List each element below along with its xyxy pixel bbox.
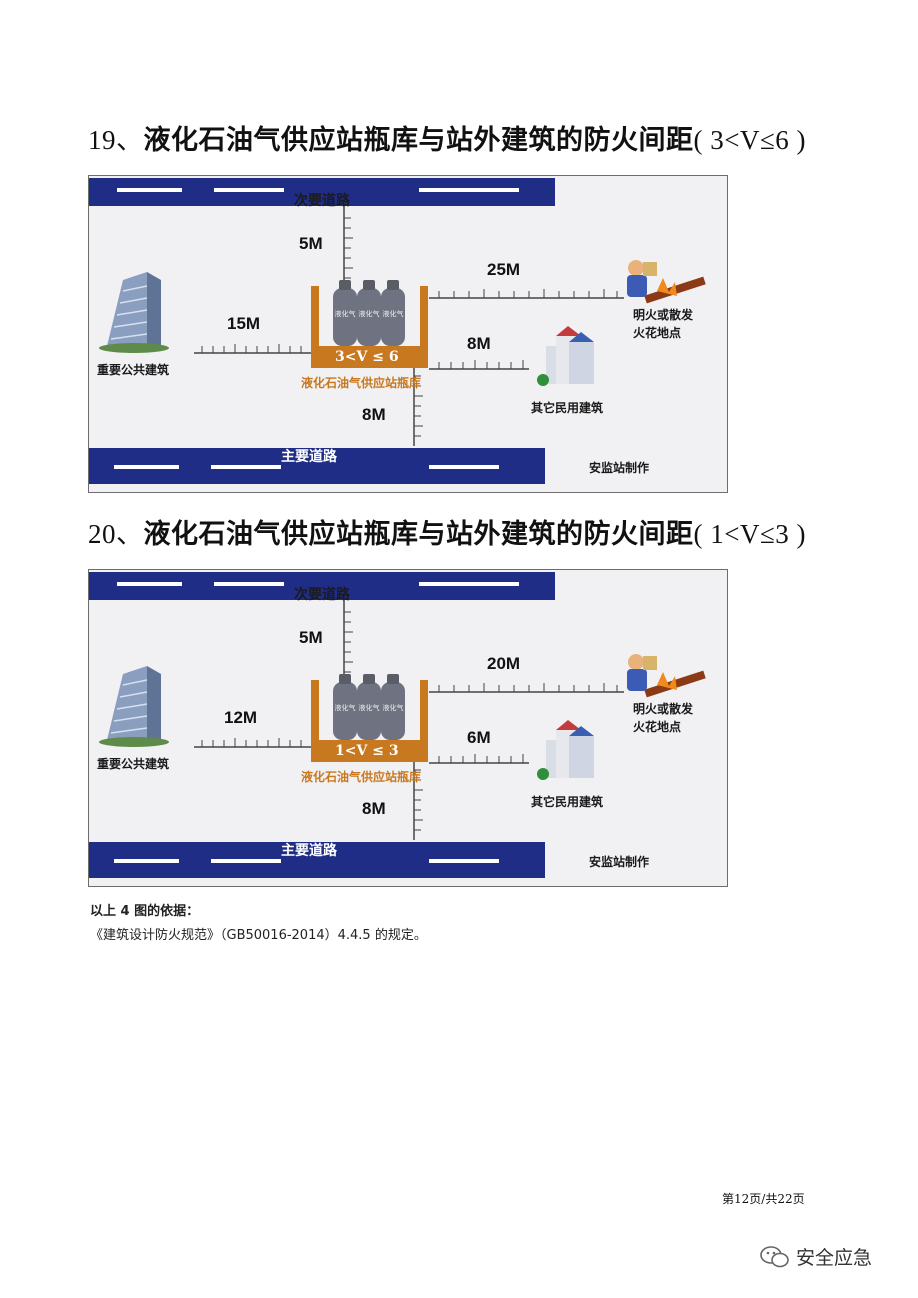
open-fire-worker-icon	[627, 654, 706, 698]
heading-number: 20、	[88, 519, 144, 549]
volume-label: 3<V ≤ 6	[335, 349, 399, 365]
road-bottom-label: 主要道路	[281, 449, 337, 465]
civil-building-label: 其它民用建筑	[531, 401, 604, 415]
cylinder-label-1: 液化气	[335, 703, 356, 712]
heading-title: 液化石油气供应站瓶库与站外建筑的防火间距	[143, 519, 694, 550]
cylinder-label-3: 液化气	[383, 703, 404, 712]
storage-box	[311, 286, 428, 368]
fire-label-line2: 火花地点	[633, 720, 682, 734]
dist-fire-label: 20M	[487, 654, 521, 673]
dist-fire-label: 25M	[487, 260, 521, 279]
cylinder-label-2: 液化气	[359, 309, 380, 318]
dist-civil-label: 8M	[467, 334, 491, 353]
public-building-label: 重要公共建筑	[97, 363, 170, 377]
dist-top-label: 5M	[299, 628, 323, 647]
dist-bottom-label: 8M	[362, 405, 386, 424]
public-building-icon	[99, 272, 169, 353]
gas-cylinders-icon	[333, 280, 405, 346]
dist-left-label: 12M	[224, 708, 258, 727]
road-top-label: 次要道路	[294, 193, 350, 209]
public-building-label: 重要公共建筑	[97, 757, 170, 771]
figure-graphics: 液化气液化气液化气	[89, 572, 706, 878]
civil-building-icon	[537, 326, 594, 386]
heading-range: ( 3<V≤6 )	[693, 125, 807, 155]
civil-building-icon	[537, 720, 594, 780]
fire-label-line1: 明火或散发	[633, 308, 694, 322]
page-number: 第12页/共22页	[722, 1192, 805, 1206]
store-label: 液化石油气供应站瓶库	[301, 770, 422, 784]
heading-title: 液化石油气供应站瓶库与站外建筑的防火间距	[143, 125, 694, 156]
section-19-heading: 19、液化石油气供应站瓶库与站外建筑的防火间距( 3<V≤6 )	[88, 118, 806, 157]
civil-building-label: 其它民用建筑	[531, 795, 604, 809]
cylinder-label-3: 液化气	[383, 309, 404, 318]
cylinder-label-1: 液化气	[335, 309, 356, 318]
dist-bottom-label: 8M	[362, 799, 386, 818]
storage-box	[311, 680, 428, 762]
cylinder-label-2: 液化气	[359, 703, 380, 712]
store-label: 液化石油气供应站瓶库	[301, 376, 422, 390]
fire-label-line1: 明火或散发	[633, 702, 694, 716]
open-fire-worker-icon	[627, 260, 706, 304]
watermark: 安全应急	[760, 1243, 872, 1270]
dist-left-label: 15M	[227, 314, 261, 333]
figure-19: 液化气液化气液化气 次要道路 5M 25M 15M 8M 8M 重要公共建筑 明…	[88, 175, 728, 493]
public-building-icon	[99, 666, 169, 747]
gas-cylinders-icon	[333, 674, 405, 740]
wechat-icon	[760, 1245, 789, 1267]
dist-top-label: 5M	[299, 234, 323, 253]
road-top-label: 次要道路	[294, 587, 350, 603]
road-bottom-label: 主要道路	[281, 843, 337, 859]
figure-20: 液化气液化气液化气 次要道路 5M 20M 12M 6M 8M 重要公共建筑 明…	[88, 569, 728, 887]
dist-civil-label: 6M	[467, 728, 491, 747]
watermark-text: 安全应急	[796, 1247, 873, 1269]
heading-range: ( 1<V≤3 )	[693, 519, 807, 549]
credit-label: 安监站制作	[589, 461, 650, 475]
volume-label: 1<V ≤ 3	[335, 743, 399, 759]
credit-label: 安监站制作	[589, 855, 650, 869]
basis-title: 以上 4 图的依据：	[90, 904, 200, 919]
basis-text: 《建筑设计防火规范》（GB50016-2014）4.4.5 的规定。	[90, 928, 427, 943]
heading-number: 19、	[88, 125, 144, 155]
section-20-heading: 20、液化石油气供应站瓶库与站外建筑的防火间距( 1<V≤3 )	[88, 512, 806, 551]
fire-label-line2: 火花地点	[633, 326, 682, 340]
